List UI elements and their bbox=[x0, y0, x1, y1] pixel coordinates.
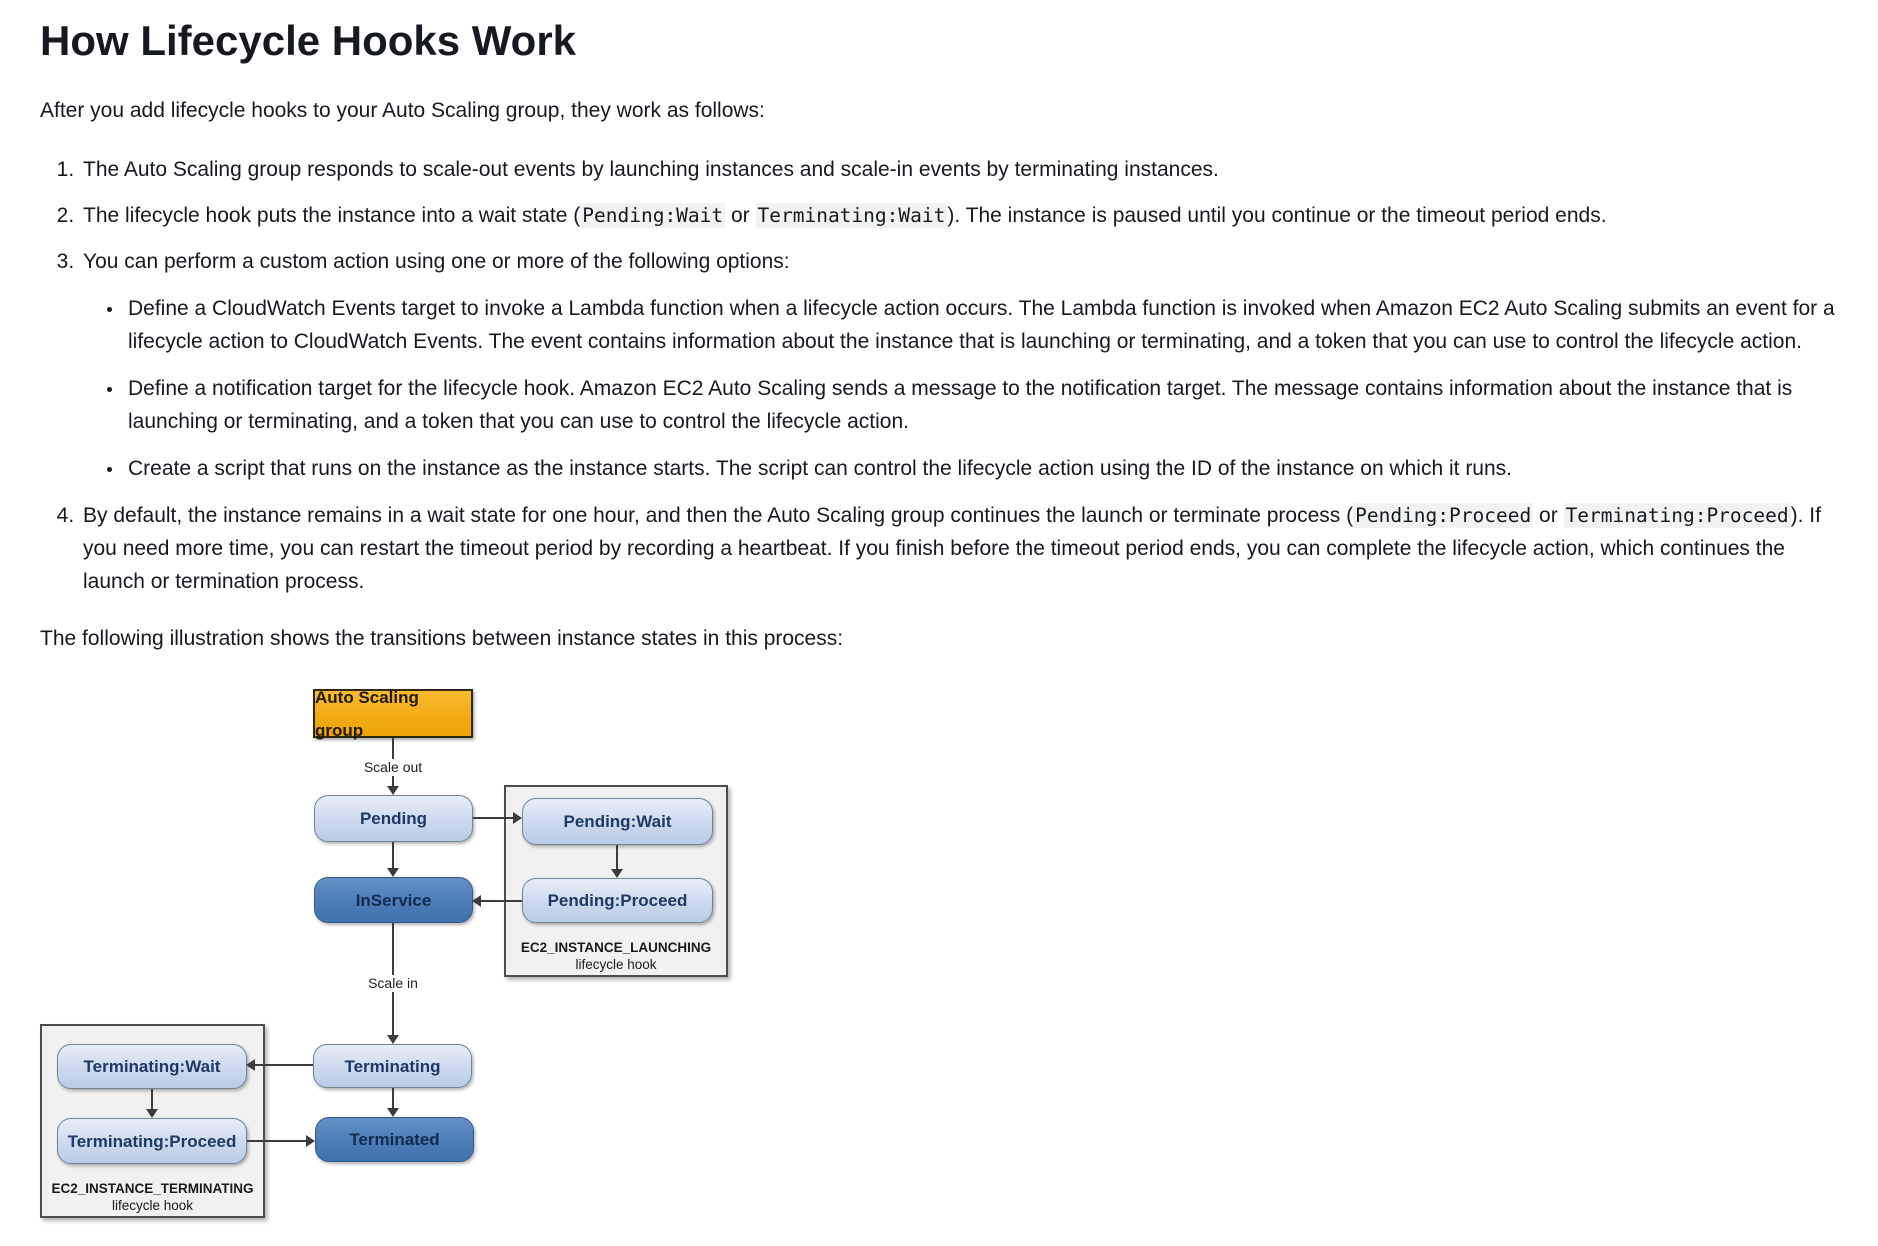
arrowhead-down-icon bbox=[387, 786, 399, 795]
terminating-hook-sub: lifecycle hook bbox=[111, 1198, 194, 1213]
step2-text-mid: or bbox=[725, 204, 756, 227]
option-notification: Define a notification target for the lif… bbox=[124, 372, 1838, 438]
arrowhead-down-icon bbox=[146, 1109, 158, 1118]
step4-text-pre: By default, the instance remains in a wa… bbox=[83, 504, 1354, 527]
arrow-tproceed-to-terminated-line bbox=[247, 1140, 307, 1142]
arrowhead-left-icon bbox=[472, 895, 481, 907]
step1-text: The Auto Scaling group responds to scale… bbox=[83, 158, 1219, 181]
intro-paragraph: After you add lifecycle hooks to your Au… bbox=[40, 99, 765, 122]
step-scale-events: The Auto Scaling group responds to scale… bbox=[80, 153, 1838, 186]
scale-in-label: Scale in bbox=[365, 975, 421, 992]
arrowhead-left-icon bbox=[246, 1059, 255, 1071]
step-wait-state: The lifecycle hook puts the instance int… bbox=[80, 199, 1838, 232]
lifecycle-steps-list: The Auto Scaling group responds to scale… bbox=[40, 153, 1838, 598]
lifecycle-state-diagram: Auto Scaling group Scale out Pending Pen… bbox=[40, 675, 1838, 1240]
arrowhead-right-icon bbox=[306, 1135, 315, 1147]
arrow-pending-to-inservice-line bbox=[392, 842, 394, 869]
step4-text-post: ). If you need more time, you can restar… bbox=[83, 504, 1821, 593]
step2-text-post: ). The instance is paused until you cont… bbox=[947, 204, 1607, 227]
arrow-terminating-to-terminated-line bbox=[392, 1088, 394, 1109]
state-terminating-wait: Terminating:Wait bbox=[57, 1044, 247, 1089]
step2-text-pre: The lifecycle hook puts the instance int… bbox=[83, 204, 581, 227]
page-title: How Lifecycle Hooks Work bbox=[40, 17, 577, 64]
arrowhead-down-icon bbox=[387, 868, 399, 877]
step4-text-mid: or bbox=[1533, 504, 1564, 527]
option-cloudwatch-text: Define a CloudWatch Events target to inv… bbox=[128, 297, 1835, 353]
terminating-hook-name: EC2_INSTANCE_TERMINATING bbox=[51, 1181, 254, 1196]
state-pending-proceed: Pending:Proceed bbox=[522, 878, 713, 923]
code-pending-proceed: Pending:Proceed bbox=[1353, 503, 1534, 528]
arrowhead-down-icon bbox=[387, 1108, 399, 1117]
state-terminating: Terminating bbox=[313, 1044, 472, 1088]
auto-scaling-group-box: Auto Scaling group bbox=[313, 688, 473, 740]
custom-action-options-list: Define a CloudWatch Events target to inv… bbox=[83, 292, 1838, 485]
code-terminating-proceed: Terminating:Proceed bbox=[1563, 503, 1791, 528]
terminating-hook-label: EC2_INSTANCE_TERMINATING lifecycle hook bbox=[40, 1180, 265, 1214]
code-terminating-wait: Terminating:Wait bbox=[755, 203, 948, 228]
step-custom-action: You can perform a custom action using on… bbox=[80, 245, 1838, 485]
option-cloudwatch: Define a CloudWatch Events target to inv… bbox=[124, 292, 1838, 358]
arrowhead-down-icon bbox=[387, 1035, 399, 1044]
arrowhead-down-icon bbox=[611, 869, 623, 878]
arrow-twait-to-tproceed-line bbox=[151, 1089, 153, 1110]
state-pending-wait: Pending:Wait bbox=[522, 798, 713, 845]
step-timeout: By default, the instance remains in a wa… bbox=[80, 499, 1838, 598]
option-notification-text: Define a notification target for the lif… bbox=[128, 377, 1793, 433]
arrow-wait-to-proceed-line bbox=[616, 845, 618, 870]
state-inservice: InService bbox=[314, 877, 473, 923]
launching-hook-name: EC2_INSTANCE_LAUNCHING bbox=[520, 940, 712, 955]
option-script: Create a script that runs on the instanc… bbox=[124, 452, 1838, 485]
launching-hook-label: EC2_INSTANCE_LAUNCHING lifecycle hook bbox=[504, 939, 728, 973]
closing-paragraph: The following illustration shows the tra… bbox=[40, 627, 844, 650]
state-terminating-proceed: Terminating:Proceed bbox=[57, 1118, 247, 1164]
state-terminated: Terminated bbox=[315, 1117, 474, 1162]
launching-hook-sub: lifecycle hook bbox=[575, 957, 657, 972]
option-script-text: Create a script that runs on the instanc… bbox=[128, 457, 1513, 480]
state-pending: Pending bbox=[314, 795, 473, 842]
arrowhead-right-icon bbox=[513, 812, 522, 824]
code-pending-wait: Pending:Wait bbox=[580, 203, 726, 228]
arrow-terminating-to-wait-line bbox=[255, 1064, 313, 1066]
step3-text: You can perform a custom action using on… bbox=[83, 250, 790, 273]
scale-out-label: Scale out bbox=[360, 759, 426, 776]
arrow-proceed-to-inservice-line bbox=[481, 900, 522, 902]
arrow-pending-to-wait-line bbox=[473, 817, 513, 819]
